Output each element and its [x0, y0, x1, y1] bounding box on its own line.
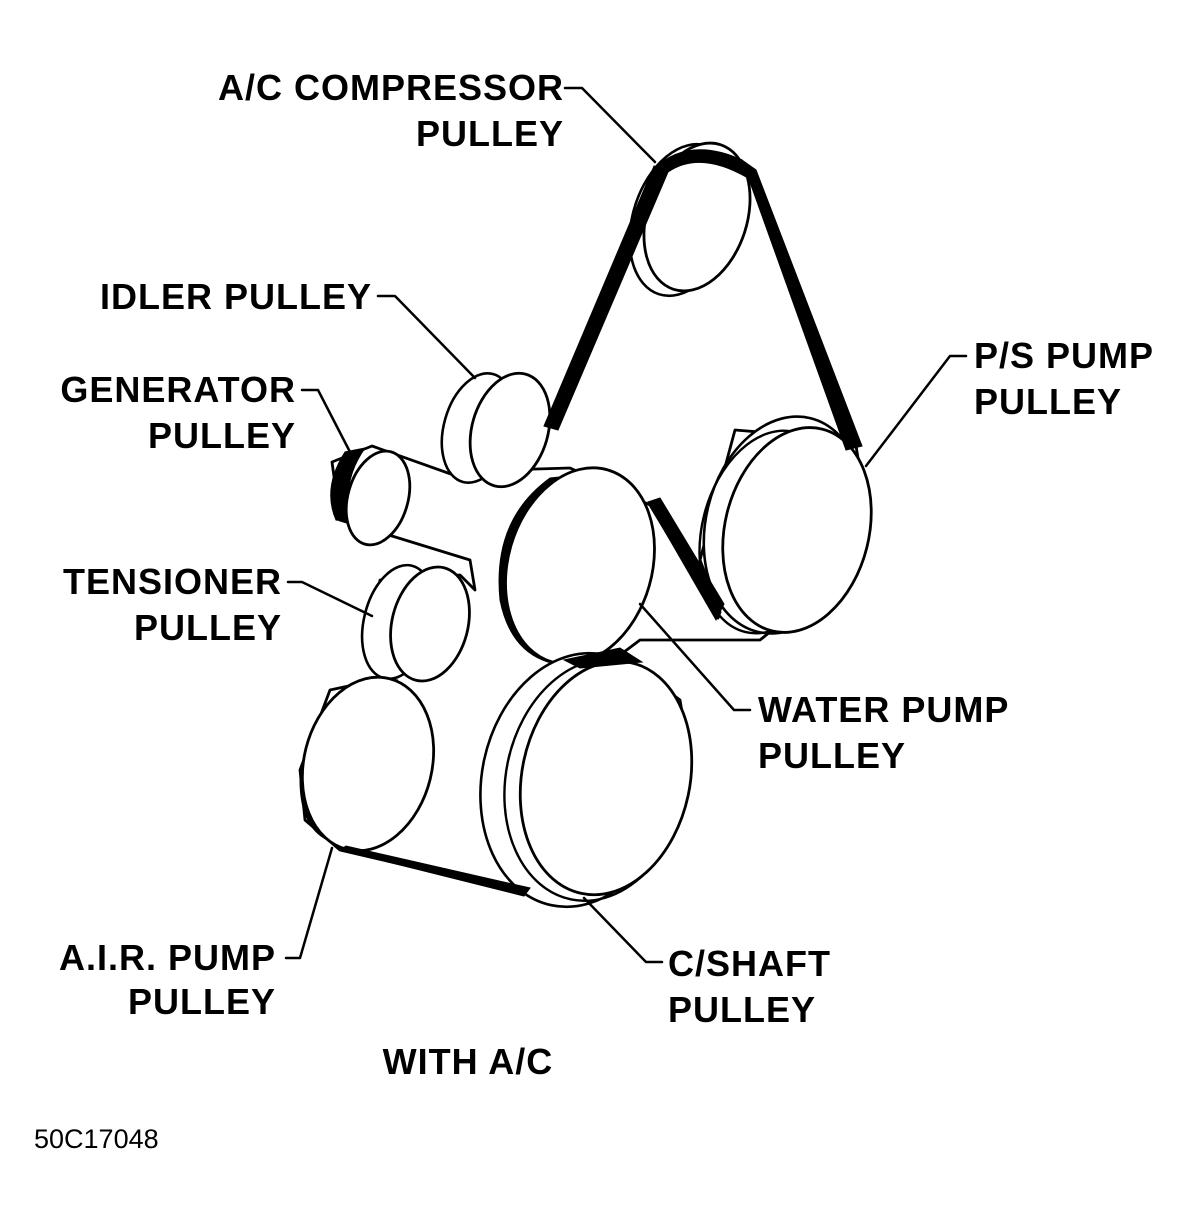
leader-crankshaft	[582, 896, 664, 964]
label-crankshaft-line1: C/SHAFT	[668, 943, 831, 984]
leader-tensioner	[286, 580, 374, 618]
crankshaft-pulley	[479, 651, 694, 909]
air-pump-pulley	[299, 675, 436, 853]
label-generator-line2: PULLEY	[148, 415, 296, 456]
idler-pulley	[440, 371, 552, 489]
leader-ps-pump	[864, 354, 968, 468]
ps-pump-pulley	[698, 415, 873, 635]
label-idler: IDLER PULLEY	[100, 276, 372, 317]
belt-crank-top	[562, 647, 644, 669]
label-ac-compressor-line2: PULLEY	[416, 113, 564, 154]
leader-generator	[300, 388, 352, 454]
label-water-pump-line2: PULLEY	[758, 735, 906, 776]
label-ac-compressor-line1: A/C COMPRESSOR	[218, 67, 564, 108]
leader-ac-compressor	[563, 86, 657, 164]
belt-crank-bottom-span	[338, 845, 531, 897]
label-tensioner-line2: PULLEY	[134, 607, 282, 648]
figure-id: 50C17048	[34, 1124, 159, 1154]
label-generator-line1: GENERATOR	[60, 369, 296, 410]
label-crankshaft-line2: PULLEY	[668, 989, 816, 1030]
label-ps-pump-line1: P/S PUMP	[974, 335, 1154, 376]
belt-ac-to-ps-span	[740, 158, 863, 451]
label-air-pump-line2: PULLEY	[128, 981, 276, 1022]
leader-water-pump	[638, 602, 752, 712]
belt-water-to-ps-span	[647, 497, 725, 622]
belt-ac-to-idler-span	[543, 165, 669, 431]
generator-pulley	[330, 447, 412, 547]
label-tensioner-line1: TENSIONER	[63, 561, 282, 602]
tensioner-pulley	[360, 563, 471, 683]
label-water-pump-line1: WATER PUMP	[758, 689, 1009, 730]
leader-idler	[376, 294, 477, 380]
caption: WITH A/C	[383, 1041, 554, 1082]
label-air-pump-line1: A.I.R. PUMP	[59, 937, 276, 978]
leader-air-pump	[284, 846, 334, 960]
label-ps-pump-line2: PULLEY	[974, 381, 1122, 422]
